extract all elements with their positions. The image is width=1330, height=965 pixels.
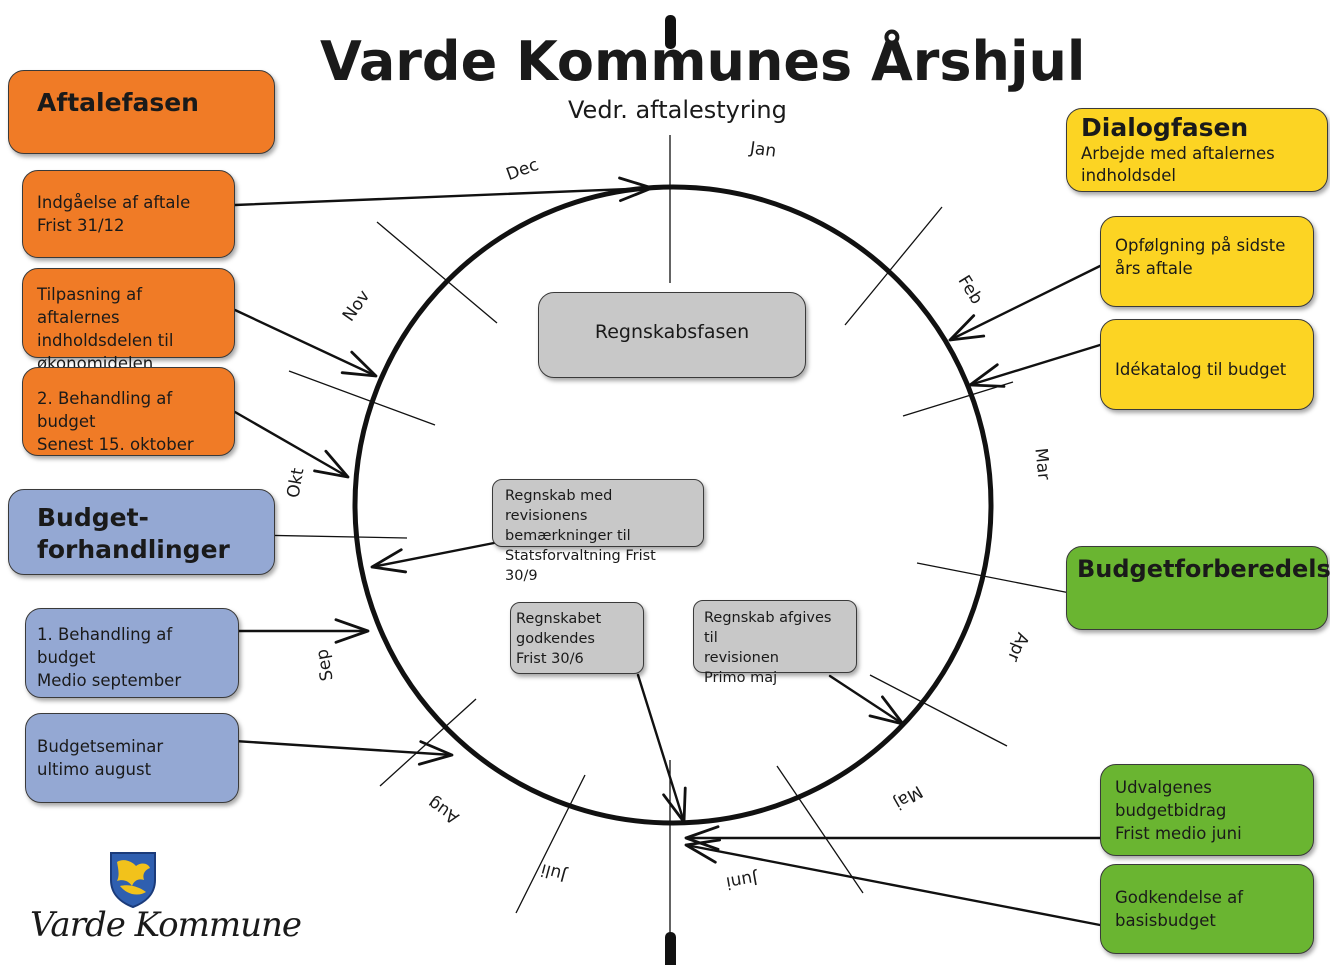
dialogfasen-item-1-text: Opfølgning på sidste års aftale xyxy=(1115,236,1286,278)
aftalefasen-item-3: 2. Behandling af budget Senest 15. oktob… xyxy=(22,367,235,456)
dialogfasen-description: Arbejde med aftalernes indholdsdel xyxy=(1081,144,1275,185)
aftalefasen-heading-box: Aftalefasen xyxy=(8,70,275,154)
page-subtitle: Vedr. aftalestyring xyxy=(568,96,787,124)
budgetforberedelse-item-1-text: Udvalgenes budgetbidrag Frist medio juni xyxy=(1115,778,1242,843)
divider-feb-mar xyxy=(902,381,1014,417)
regnskabsfasen-item-3: Regnskab afgives til revisionen Primo ma… xyxy=(693,600,857,686)
arrow-opfoelgning-feb xyxy=(948,264,1102,342)
dialogfasen-item-2-text: Idékatalog til budget xyxy=(1115,360,1287,379)
divider-juli-aug xyxy=(515,774,586,914)
budgetforhandlinger-item-2-text: Budgetseminar ultimo august xyxy=(37,737,164,779)
budgetforberedelse-item-2-text: Godkendelse af basisbudget xyxy=(1115,888,1244,930)
dialogfasen-heading-box: Dialogfasen Arbejde med aftalernes indho… xyxy=(1066,108,1328,192)
budgetforhandlinger-item-1-text: 1. Behandling af budget Medio september xyxy=(37,625,182,690)
aftalefasen-item-2: Tilpasning af aftalernes indholdsdelen t… xyxy=(22,268,235,373)
divider-sep-okt xyxy=(251,534,408,539)
divider-okt-nov xyxy=(288,370,436,426)
logo-text: Varde Kommune xyxy=(30,905,302,945)
bottom-marker xyxy=(665,932,676,965)
arrow-aftale-dec xyxy=(233,176,654,207)
divider-mar-apr xyxy=(916,562,1071,594)
month-label-mar: Mar xyxy=(1030,447,1054,481)
budgetforberedelse-heading-box: Budgetforberedelse xyxy=(1066,546,1330,630)
budgetforhandlinger-item-1: 1. Behandling af budget Medio september xyxy=(25,608,239,698)
aftalefasen-item-1-text: Indgåelse af aftale Frist 31/12 xyxy=(37,193,191,235)
divider-apr-maj xyxy=(869,674,1008,747)
divider-maj-juni xyxy=(776,765,864,894)
regnskabsfasen-item-1: Regnskab med revisionens bemærkninger ti… xyxy=(492,479,704,584)
regnskabsfasen-heading-box: Regnskabsfasen xyxy=(538,292,806,378)
coat-of-arms-icon xyxy=(110,852,156,908)
budgetforberedelse-item-1: Udvalgenes budgetbidrag Frist medio juni xyxy=(1100,764,1314,856)
arrow-behandling1-sep xyxy=(237,618,370,644)
arrow-idekatalog-feb xyxy=(968,343,1102,388)
month-label-jan: Jan xyxy=(748,138,778,162)
dialogfasen-item-2: Idékatalog til budget xyxy=(1100,319,1314,410)
regnskabsfasen-item-3-text: Regnskab afgives til revisionen Primo ma… xyxy=(704,610,832,686)
arrow-tilpasning-nov xyxy=(233,308,378,378)
top-marker xyxy=(665,15,676,49)
divider-aug-sep xyxy=(379,698,477,787)
budgetforhandlinger-heading-box: Budget- forhandlinger xyxy=(8,489,275,575)
aftalefasen-item-1: Indgåelse af aftale Frist 31/12 xyxy=(22,170,235,258)
arrow-revision-maj xyxy=(828,674,905,726)
budgetforberedelse-heading: Budgetforberedelse xyxy=(1077,555,1330,583)
dialogfasen-item-1: Opfølgning på sidste års aftale xyxy=(1100,216,1314,307)
arrow-statsforvaltning xyxy=(370,541,496,574)
budgetforhandlinger-item-2: Budgetseminar ultimo august xyxy=(25,713,239,803)
divider-nov-dec xyxy=(376,221,498,324)
regnskabsfasen-item-2-text: Regnskabet godkendes Frist 30/6 xyxy=(516,611,602,667)
regnskabsfasen-heading: Regnskabsfasen xyxy=(594,321,750,343)
budgetforberedelse-item-2: Godkendelse af basisbudget xyxy=(1100,864,1314,954)
arrow-budgetbidrag-juni xyxy=(684,825,1102,851)
arrow-seminar-aug xyxy=(217,738,454,766)
regnskabsfasen-item-2: Regnskabet godkendes Frist 30/6 xyxy=(510,602,644,674)
regnskabsfasen-item-1-text: Regnskab med revisionens bemærkninger ti… xyxy=(505,488,656,584)
dialogfasen-heading: Dialogfasen xyxy=(1081,113,1249,142)
aftalefasen-item-3-text: 2. Behandling af budget Senest 15. oktob… xyxy=(37,389,194,454)
aftalefasen-heading: Aftalefasen xyxy=(37,88,199,117)
wheel-circle xyxy=(352,184,994,826)
budgetforhandlinger-heading: Budget- forhandlinger xyxy=(37,503,230,564)
arrow-basisbudget-juni xyxy=(684,838,1102,927)
arrow-behandling2-okt xyxy=(233,410,350,479)
page-title: Varde Kommunes Årshjul xyxy=(320,30,1086,93)
aftalefasen-item-2-text: Tilpasning af aftalernes indholdsdelen t… xyxy=(37,285,174,373)
arrow-godkendes-juni xyxy=(636,673,687,824)
divider-jan-feb xyxy=(844,206,943,326)
